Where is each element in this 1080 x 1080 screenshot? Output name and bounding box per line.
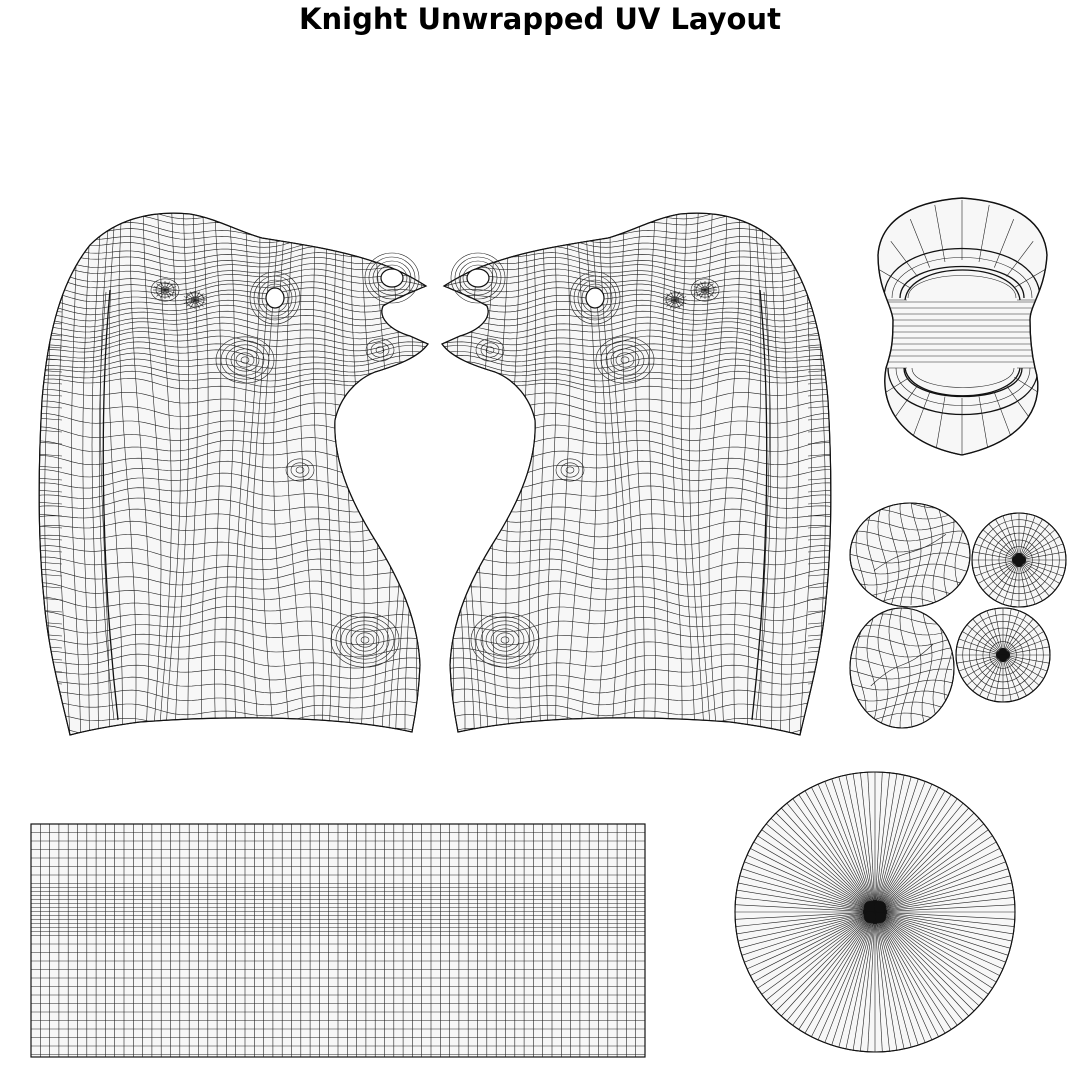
mane-strip-island bbox=[877, 197, 1048, 456]
knight-body-right-island bbox=[441, 212, 832, 736]
base-disc-island bbox=[734, 771, 1016, 1053]
knight-body-left-island bbox=[38, 212, 429, 736]
diagram-title: Knight Unwrapped UV Layout bbox=[299, 2, 781, 36]
cap-radial-2-island bbox=[955, 607, 1051, 703]
cap-small-1-island bbox=[849, 502, 971, 608]
cap-radial-1-island bbox=[971, 512, 1067, 608]
base-grid-island bbox=[30, 823, 646, 1058]
cap-small-2-island bbox=[849, 607, 955, 729]
